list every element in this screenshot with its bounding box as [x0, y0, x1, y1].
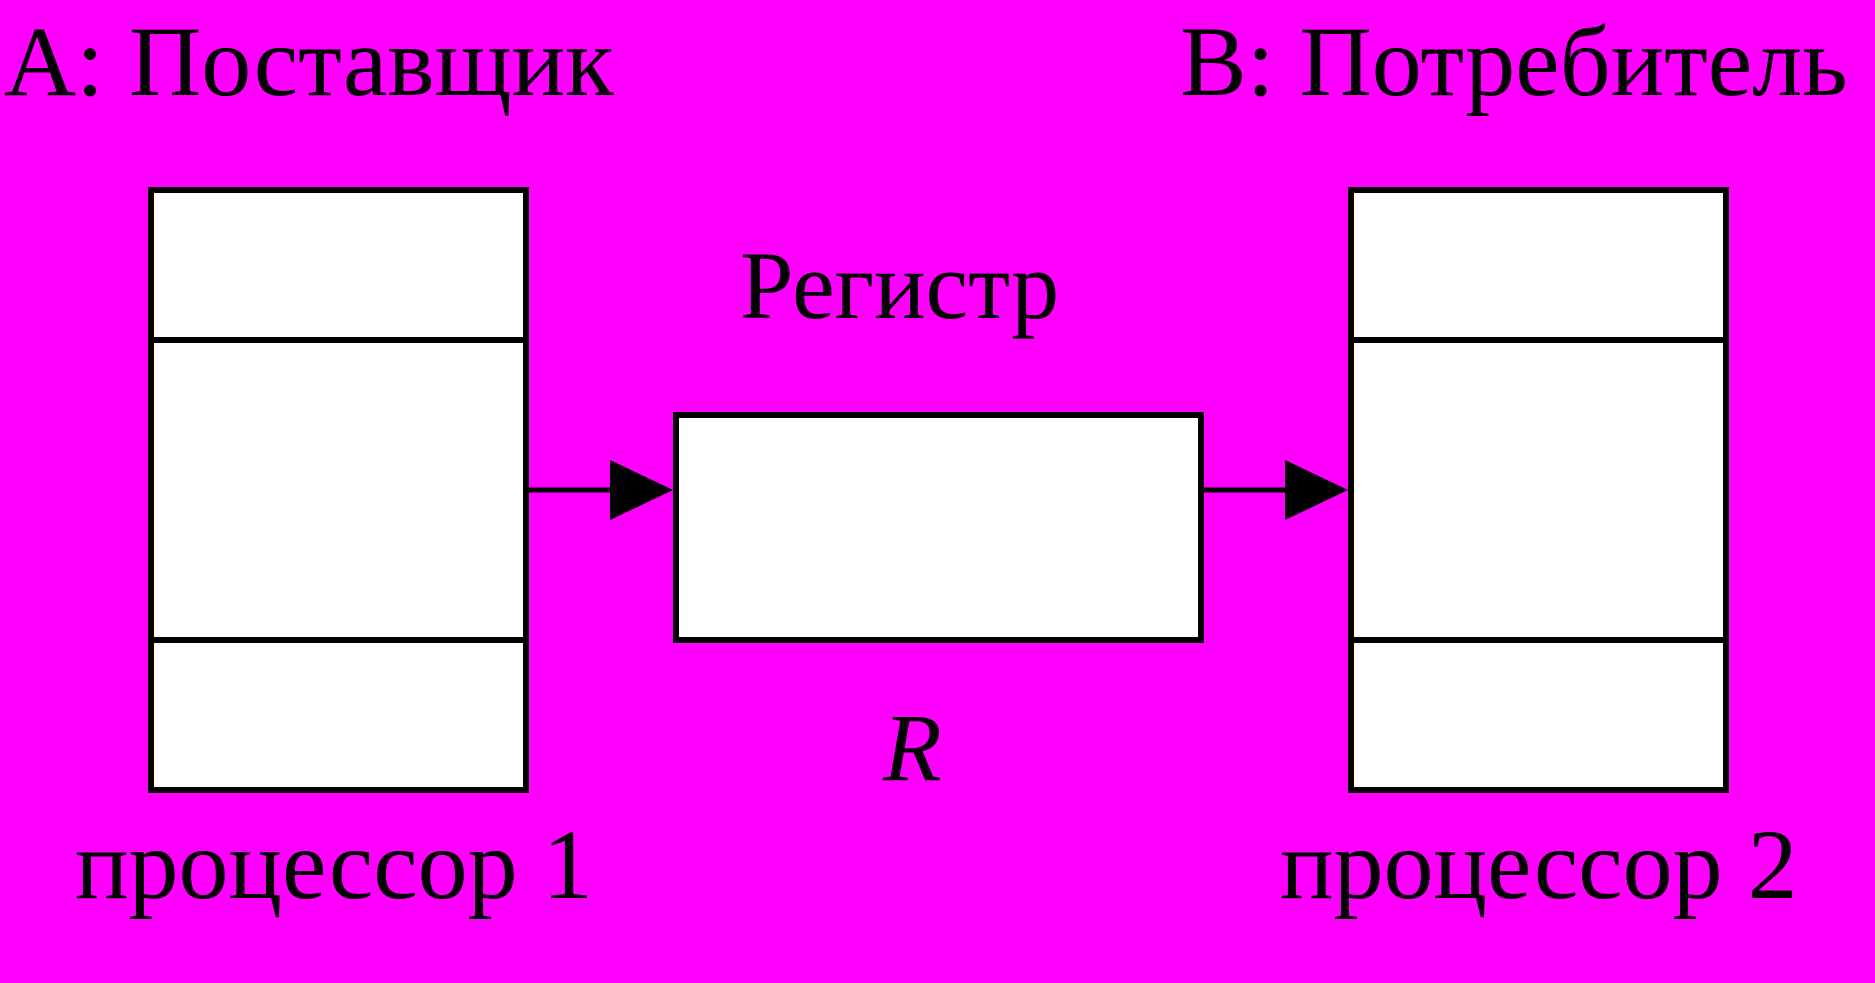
consumer-title: B: Потребитель: [1180, 6, 1848, 117]
register-box: [673, 412, 1204, 643]
arrow-register-to-consumer: [1204, 460, 1348, 520]
register-symbol: R: [883, 694, 942, 801]
processor-1-label: процессор 1: [75, 809, 593, 920]
processor-2-label: процессор 2: [1280, 809, 1798, 920]
processor-1-block: [148, 187, 529, 793]
processor-2-frame: [1348, 187, 1729, 793]
supplier-title: A: Поставщик: [4, 6, 614, 117]
processor-1-frame: [148, 187, 529, 793]
processor-2-block: [1348, 187, 1729, 793]
arrow-supplier-to-register: [529, 460, 673, 520]
register-label: Регистр: [740, 232, 1060, 339]
